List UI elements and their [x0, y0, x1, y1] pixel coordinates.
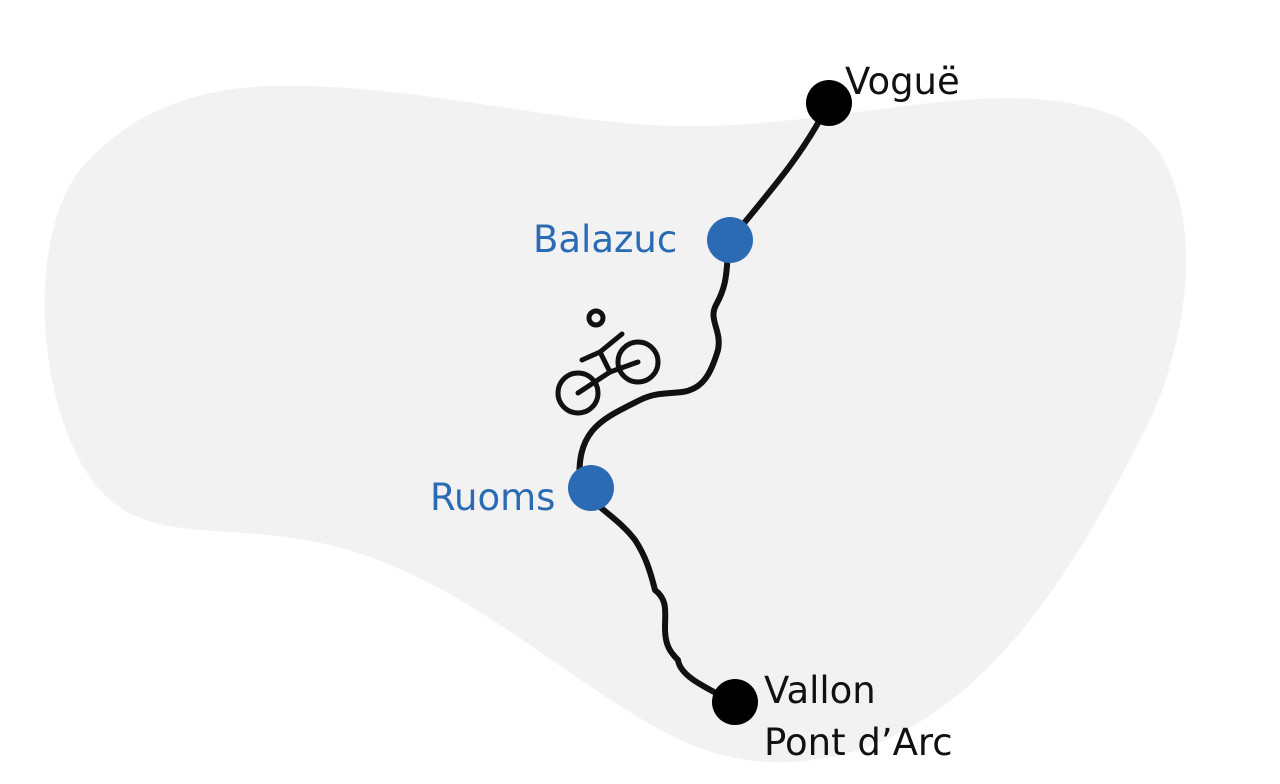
waypoint-marker-ruoms[interactable] — [568, 465, 614, 511]
stop-label-vogue: Voguë — [845, 60, 960, 103]
stop-label-vallon-line1: Vallon — [764, 669, 876, 712]
waypoint-marker-balazuc[interactable] — [707, 217, 753, 263]
stop-label-vallon-line2: Pont d’Arc — [764, 721, 953, 764]
stop-label-ruoms: Ruoms — [430, 476, 556, 519]
route-line — [576, 100, 832, 705]
stop-label-balazuc: Balazuc — [533, 218, 678, 261]
endpoint-marker-vallon[interactable] — [712, 679, 758, 725]
region-shape — [44, 85, 1187, 763]
endpoint-marker-vogue[interactable] — [806, 80, 852, 126]
bicycle-icon — [555, 308, 661, 416]
